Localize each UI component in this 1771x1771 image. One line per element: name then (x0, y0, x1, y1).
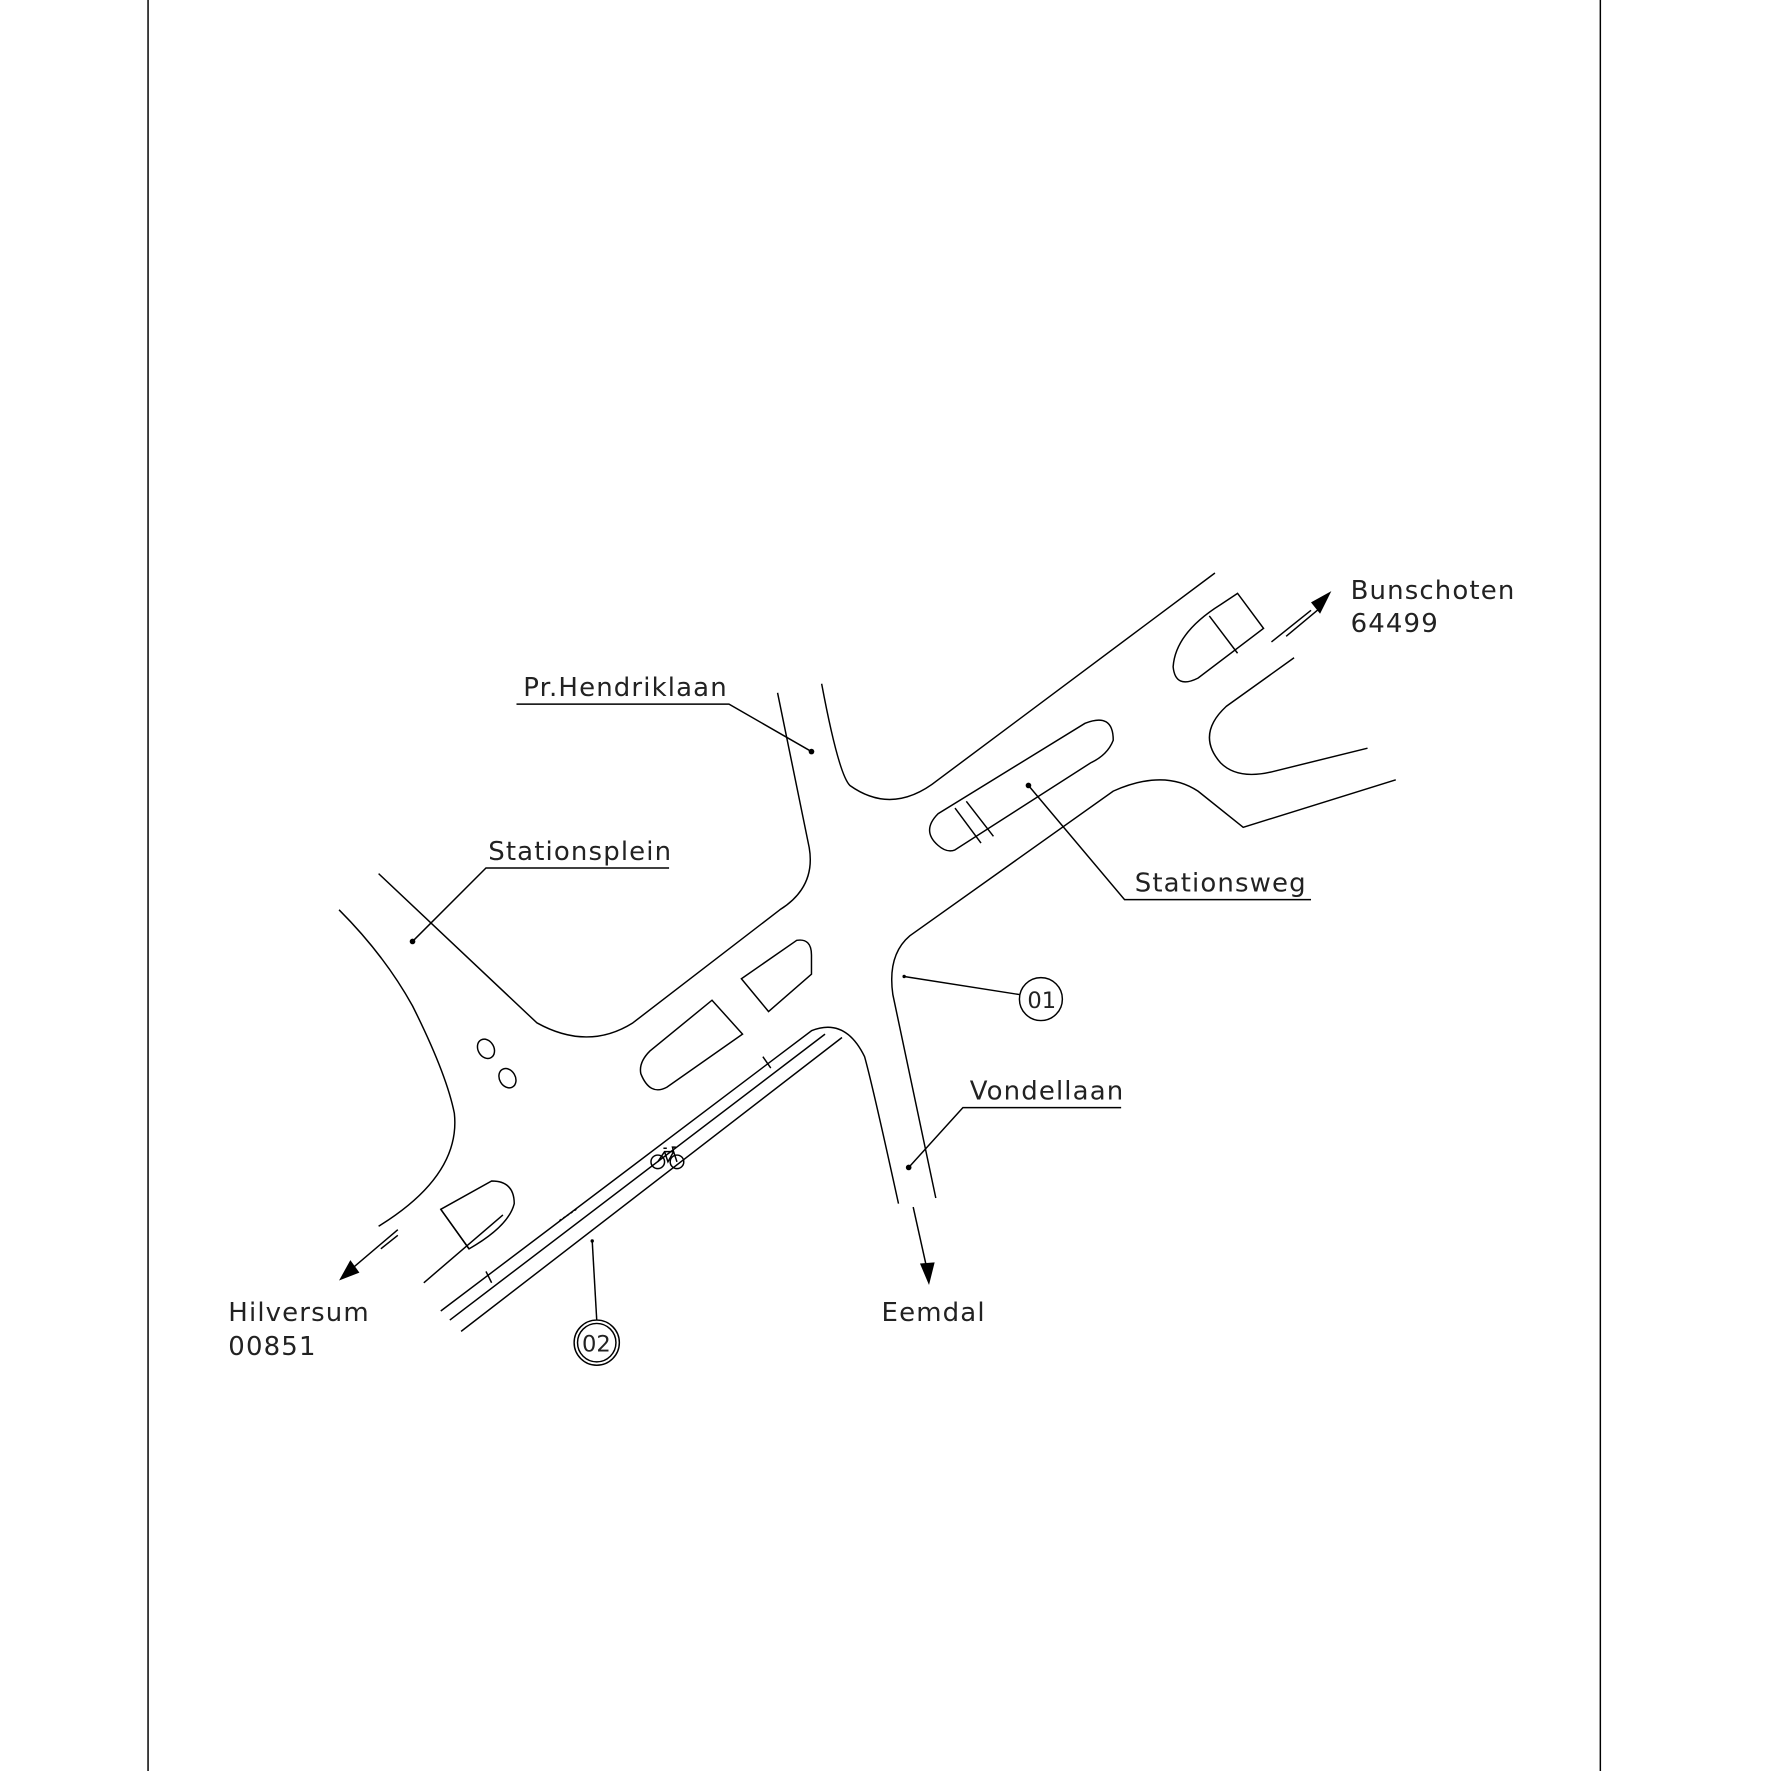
bicycle-icon (650, 1146, 685, 1170)
label-eemdal: Eemdal (882, 1298, 986, 1328)
marker-02: 02 (582, 1332, 611, 1358)
label-vondellaan: Vondellaan (970, 1077, 1125, 1107)
label-hilversum: Hilversum (228, 1298, 370, 1328)
label-bunschoten: Bunschoten (1351, 576, 1516, 606)
road-edges (338, 572, 1396, 1332)
label-pr-hendriklaan: Pr.Hendriklaan (523, 673, 728, 703)
marker-01-circle (1018, 976, 1064, 1022)
label-hilversum-code: 00851 (228, 1332, 316, 1362)
marker-01: 01 (1027, 988, 1056, 1014)
leaders (409, 703, 1312, 1366)
label-bunschoten-code: 64499 (1351, 609, 1439, 639)
arrow-icon (339, 591, 1332, 1286)
label-stationsweg: Stationsweg (1135, 869, 1307, 899)
marker-02-circle (573, 1319, 621, 1366)
label-stationsplein: Stationsplein (488, 837, 672, 867)
